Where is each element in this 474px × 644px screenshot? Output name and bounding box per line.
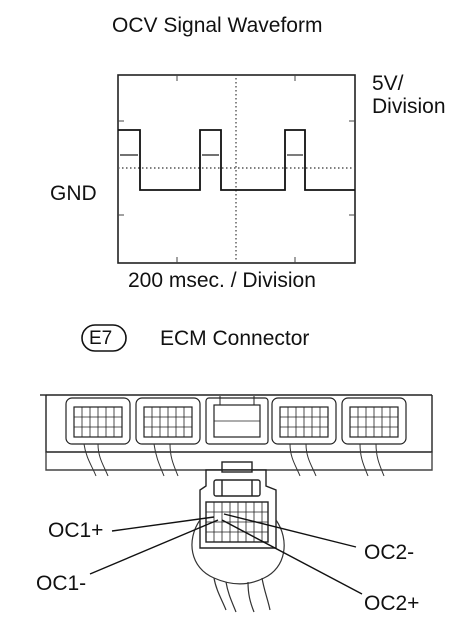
pin-label-oc1-minus: OC1- [36, 572, 87, 595]
harness-wires [83, 443, 385, 477]
leader-oc1-plus [111, 516, 215, 532]
scope-frame [117, 74, 356, 264]
gnd-label: GND [50, 182, 97, 205]
e7-connector-body [199, 461, 277, 549]
leader-oc2-minus [223, 513, 357, 548]
waveform-title: OCV Signal Waveform [112, 14, 323, 37]
pin-label-oc2-minus: OC2- [364, 541, 415, 564]
connector-row [65, 396, 407, 445]
time-scale-label: 200 msec. / Division [128, 269, 316, 292]
pin-label-oc1-plus: OC1+ [48, 519, 104, 542]
connector-code: E7 [89, 328, 113, 349]
ocv-waveform-trace [118, 129, 355, 191]
leader-oc1-minus [89, 519, 219, 575]
edge-markers [139, 130, 306, 190]
pin-leader-lines [89, 513, 363, 595]
leader-oc2-plus [221, 519, 363, 595]
e7-harness [191, 519, 285, 613]
voltage-scale-line-2: Division [372, 95, 446, 118]
voltage-scale-line-1: 5V/ [372, 72, 404, 95]
scope-ticks [118, 75, 355, 263]
connector-name: ECM Connector [160, 327, 310, 350]
pin-label-oc2-plus: OC2+ [364, 592, 420, 615]
connector-code-badge [81, 324, 127, 352]
ecm-housing [40, 394, 433, 471]
